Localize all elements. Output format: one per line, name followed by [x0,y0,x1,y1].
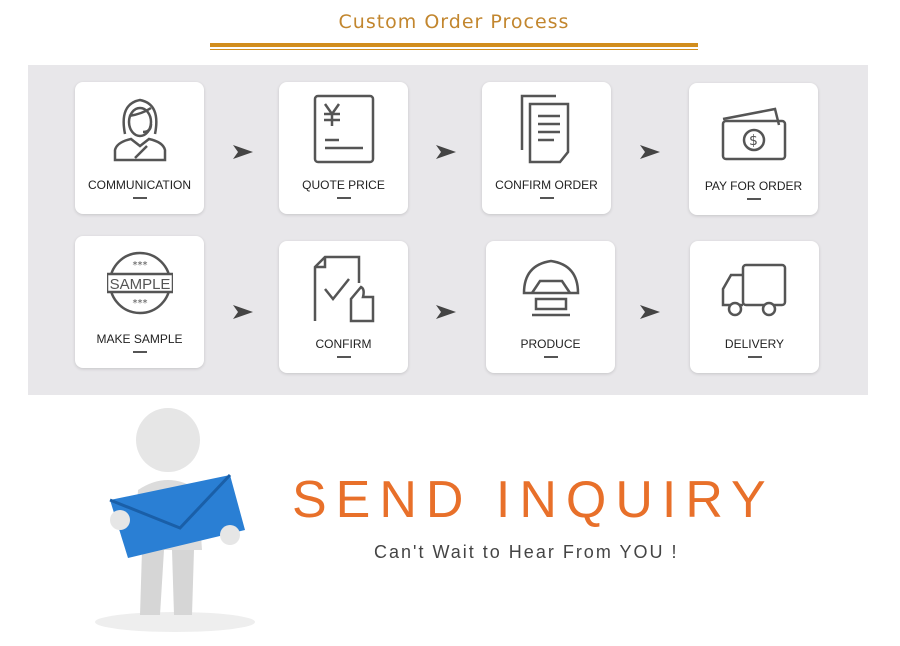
stamp-text: SAMPLE [110,276,171,293]
title-divider [210,43,698,47]
svg-text:***: *** [133,298,148,309]
step-pay-for-order: $ PAY FOR ORDER [689,83,818,215]
step-dash [133,351,147,353]
step-label: DELIVERY [724,337,785,351]
step-dash [540,197,554,199]
arrow-right-icon [233,305,253,319]
arrow-right-icon [436,305,456,319]
figure-with-envelope-illustration [95,408,255,632]
step-label: QUOTE PRICE [302,178,385,192]
send-inquiry-subtitle: Can't Wait to Hear From YOU ! [374,542,679,562]
sample-stamp-icon: SAMPLE *** *** [107,251,173,315]
arrow-right-icon [640,145,660,159]
step-communication: COMMUNICATION [75,82,204,214]
step-label: CONFIRM ORDER [495,178,598,192]
step-make-sample: SAMPLE *** *** MAKE SAMPLE [75,236,204,368]
svg-text:***: *** [133,260,148,271]
yen-quote-icon [313,94,375,164]
step-dash [337,356,351,358]
production-icon [522,259,580,317]
arrow-right-icon [640,305,660,319]
step-delivery: DELIVERY [690,241,819,373]
step-confirm: CONFIRM [279,241,408,373]
truck-icon [721,263,787,317]
step-dash [133,197,147,199]
send-inquiry-heading[interactable]: SEND INQUIRY [292,471,775,529]
arrow-right-icon [436,145,456,159]
step-dash [748,356,762,358]
step-dash [747,198,761,200]
step-dash [544,356,558,358]
customer-service-icon [113,98,167,162]
step-label: PRODUCE [520,337,581,351]
step-dash [337,197,351,199]
step-label: CONFIRM [315,337,372,351]
step-quote-price: QUOTE PRICE [279,82,408,214]
step-label: MAKE SAMPLE [96,332,183,346]
page-title: Custom Order Process [338,11,570,33]
step-confirm-order: CONFIRM ORDER [482,82,611,214]
title-divider-thin [210,49,698,50]
step-label: COMMUNICATION [87,178,192,192]
arrow-right-icon [233,145,253,159]
documents-icon [520,94,570,164]
approve-document-icon [313,255,375,323]
payment-icon: $ [721,107,787,161]
step-label: PAY FOR ORDER [704,179,803,193]
step-produce: PRODUCE [486,241,615,373]
svg-text:$: $ [749,133,758,149]
